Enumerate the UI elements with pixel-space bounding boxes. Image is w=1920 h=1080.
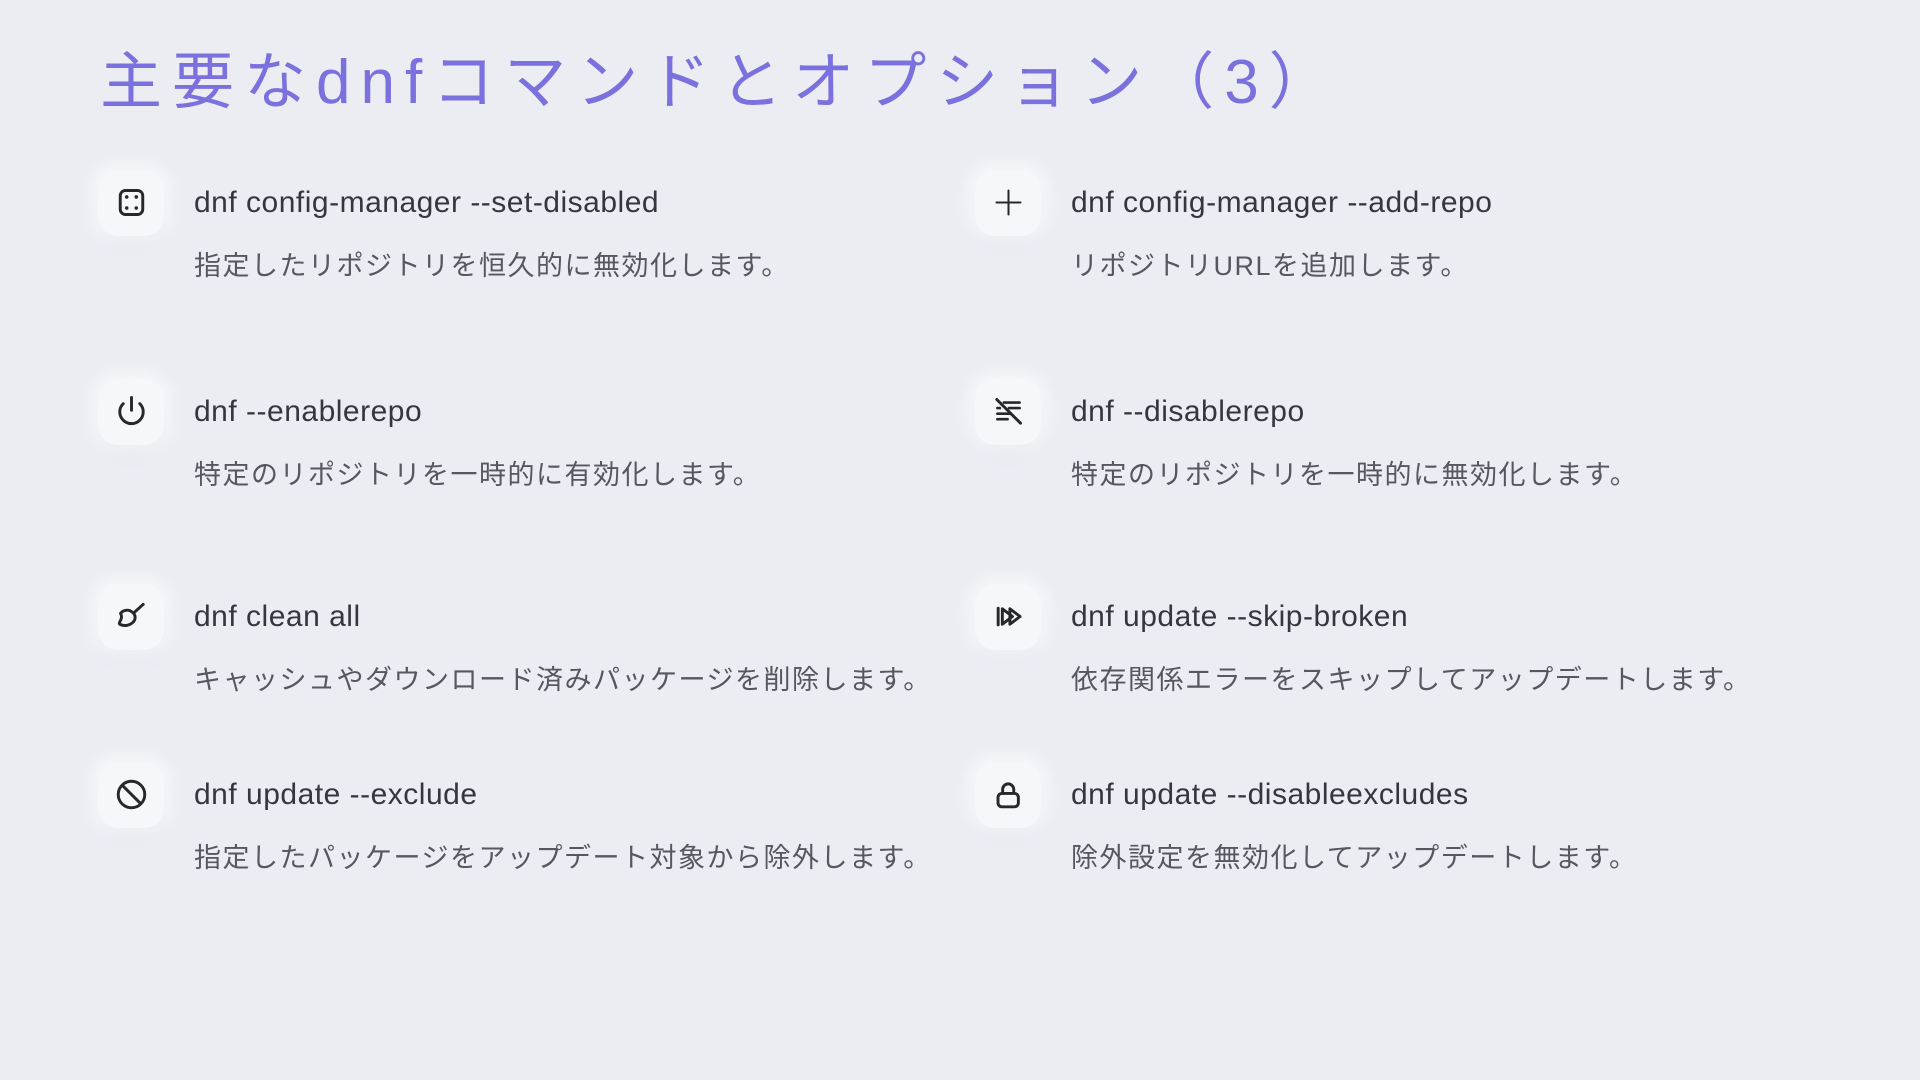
command-name: dnf update --exclude: [194, 777, 478, 811]
command-name: dnf update --skip-broken: [1071, 599, 1409, 633]
list-strikethrough-icon: [975, 378, 1041, 445]
command-item: dnf config-manager --add-repo リポジトリURLを追…: [975, 169, 1920, 379]
command-item: dnf --enablerepo 特定のリポジトリを一時的に有効化します。: [98, 378, 975, 584]
unlock-icon: [975, 761, 1041, 828]
page-title: 主要なdnfコマンドとオプション（3）: [100, 48, 1341, 117]
command-name: dnf --disablerepo: [1071, 394, 1305, 428]
command-name: dnf config-manager --set-disabled: [194, 185, 660, 219]
command-item: dnf update --skip-broken 依存関係エラーをスキップしてア…: [975, 583, 1920, 762]
command-grid: dnf config-manager --set-disabled 指定したリポ…: [98, 169, 1920, 875]
command-description: 指定したリポジトリを恒久的に無効化します。: [194, 250, 790, 281]
command-description: 依存関係エラーをスキップしてアップデートします。: [1071, 664, 1752, 695]
command-item: dnf clean all キャッシュやダウンロード済みパッケージを削除します。: [98, 583, 975, 762]
command-name: dnf config-manager --add-repo: [1071, 185, 1493, 219]
command-item: dnf update --exclude 指定したパッケージをアップデート対象か…: [98, 761, 975, 875]
command-description: キャッシュやダウンロード済みパッケージを削除します。: [194, 664, 932, 695]
command-item: dnf config-manager --set-disabled 指定したリポ…: [98, 169, 975, 379]
command-description: 特定のリポジトリを一時的に有効化します。: [194, 459, 762, 490]
command-description: リポジトリURLを追加します。: [1071, 250, 1469, 281]
selection-frame-icon: [98, 169, 164, 236]
command-name: dnf clean all: [194, 599, 361, 633]
command-description: 指定したパッケージをアップデート対象から除外します。: [194, 842, 932, 873]
command-description: 特定のリポジトリを一時的に無効化します。: [1071, 459, 1639, 490]
ban-icon: [98, 761, 164, 828]
power-icon: [98, 378, 164, 445]
command-name: dnf update --disableexcludes: [1071, 777, 1469, 811]
command-description: 除外設定を無効化してアップデートします。: [1071, 842, 1638, 873]
command-item: dnf update --disableexcludes 除外設定を無効化してア…: [975, 761, 1920, 875]
skip-forward-icon: [975, 583, 1041, 650]
broom-icon: [98, 583, 164, 650]
command-name: dnf --enablerepo: [194, 394, 423, 428]
command-item: dnf --disablerepo 特定のリポジトリを一時的に無効化します。: [975, 378, 1920, 584]
plus-icon: [975, 169, 1041, 236]
